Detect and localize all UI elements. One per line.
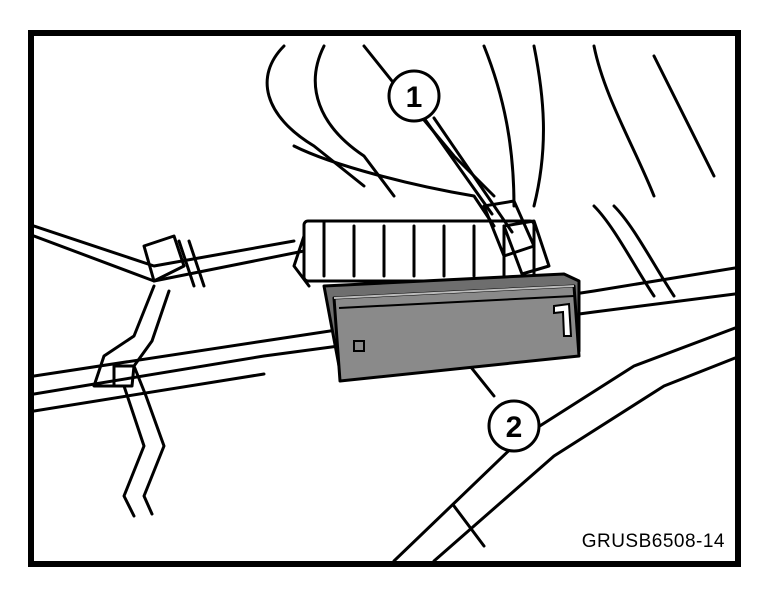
callout-2: 2 xyxy=(487,399,541,453)
upper-harness-a xyxy=(265,44,366,188)
upper-harness-d xyxy=(482,44,516,208)
tube-inner-line xyxy=(34,372,266,413)
connector-plug-right-2 xyxy=(502,219,551,276)
leader-line-1a xyxy=(422,116,494,216)
module-small-slot xyxy=(353,340,365,352)
callout-1: 1 xyxy=(387,69,441,123)
upper-harness-f xyxy=(592,44,656,198)
right-beam-upper xyxy=(392,326,735,561)
connector-body xyxy=(302,219,536,283)
callout-2-number: 2 xyxy=(506,411,523,444)
left-bracket-outer xyxy=(92,284,156,518)
right-beam-lower xyxy=(432,356,735,561)
left-clip xyxy=(142,234,186,283)
upper-harness-b xyxy=(313,44,396,198)
module-top-edge xyxy=(333,285,575,299)
left-bracket-inner xyxy=(132,289,171,516)
left-bracket-slot xyxy=(112,364,136,388)
leader-line-1b xyxy=(432,116,514,234)
right-beam-joint xyxy=(452,504,486,548)
upper-sheet xyxy=(292,144,496,228)
callout-1-number: 1 xyxy=(406,81,423,114)
module-right-tab xyxy=(553,302,573,337)
connector-plug-right xyxy=(482,199,536,258)
connector-latch-left xyxy=(292,234,311,288)
left-clip-tab xyxy=(177,239,206,288)
connector-teeth xyxy=(322,219,506,278)
left-wire-a xyxy=(34,224,296,268)
upper-harness-c xyxy=(362,44,496,198)
callout-2-circle xyxy=(487,399,541,453)
upper-harness-e xyxy=(532,44,545,208)
upper-harness-g xyxy=(652,54,716,178)
callout-1-circle xyxy=(387,69,441,123)
right-bracket xyxy=(592,204,676,298)
wiring-module-illustration: 1 2 xyxy=(34,44,735,561)
figure-code: GRUSB6508-14 xyxy=(581,531,725,552)
illustration-frame: 1 2 GRUSB6508-14 xyxy=(28,30,741,567)
module-ridge xyxy=(338,295,575,309)
module-group xyxy=(322,272,581,383)
module-front-face xyxy=(332,284,581,383)
